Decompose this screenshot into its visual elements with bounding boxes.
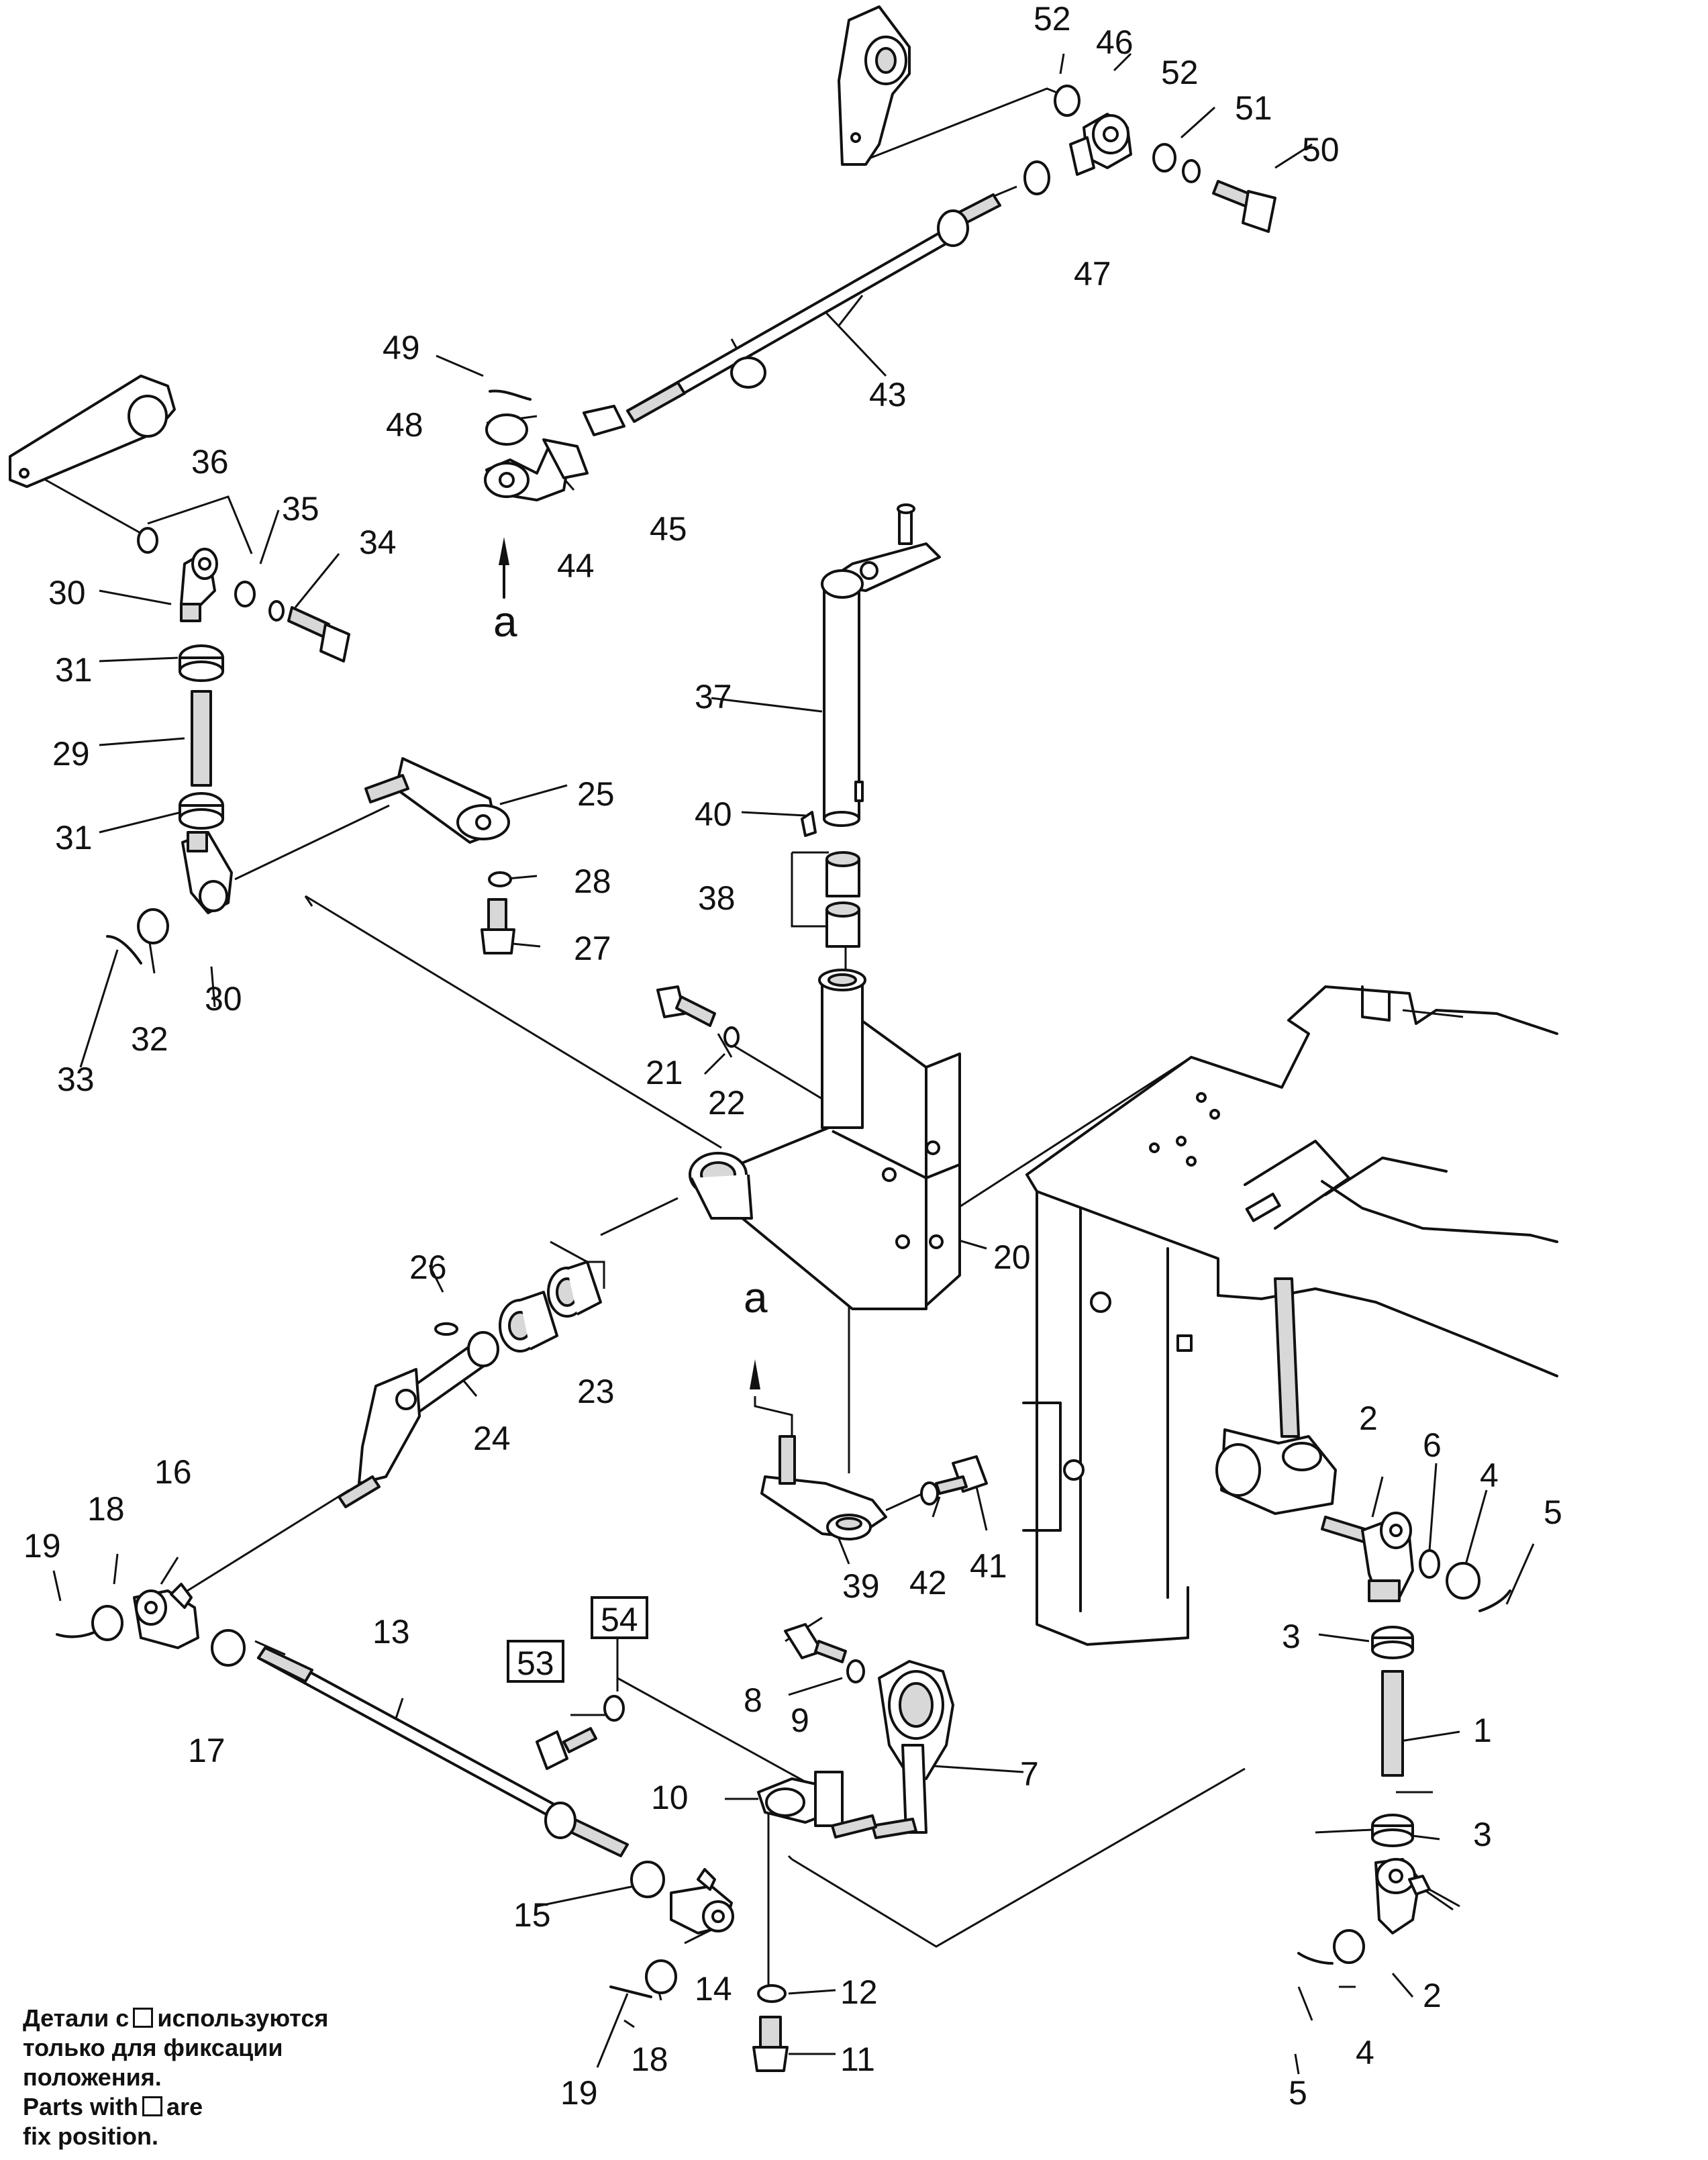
- label-50: 50: [1302, 131, 1340, 168]
- label-a-top: a: [493, 597, 517, 646]
- top-assembly: [838, 5, 1276, 233]
- label-52-top: 52: [1034, 0, 1071, 38]
- label-54: 54: [601, 1601, 638, 1638]
- label-38: 38: [698, 879, 736, 917]
- label-7: 7: [1020, 1755, 1039, 1793]
- label-22: 22: [708, 1084, 746, 1122]
- label-27: 27: [574, 930, 611, 967]
- label-51: 51: [1235, 89, 1272, 127]
- label-8: 8: [744, 1681, 762, 1719]
- label-40: 40: [695, 795, 732, 833]
- label-3-bottom: 3: [1473, 1816, 1492, 1853]
- label-28: 28: [574, 863, 611, 900]
- label-48: 48: [386, 406, 423, 444]
- lower-left-assembly: [56, 1583, 734, 1998]
- frame-body: [1022, 985, 1558, 1646]
- label-52-right: 52: [1161, 54, 1199, 91]
- label-34: 34: [359, 524, 397, 561]
- label-42: 42: [909, 1564, 947, 1602]
- label-53: 53: [517, 1644, 554, 1682]
- label-44: 44: [557, 547, 595, 585]
- part-labels: 52 46 52 51 50 47 43 49 48 44 45 a 36 35…: [23, 0, 1562, 2112]
- label-16: 16: [154, 1453, 192, 1491]
- label-39: 39: [842, 1567, 880, 1605]
- rod-13: [257, 1647, 629, 1857]
- label-30-bottom: 30: [205, 980, 242, 1018]
- note-ru-line2: только для фиксации: [23, 2034, 283, 2061]
- label-2-top: 2: [1359, 1400, 1378, 1437]
- label-49: 49: [383, 329, 420, 366]
- label-11: 11: [840, 2041, 875, 2078]
- label-4-top: 4: [1480, 1457, 1499, 1494]
- label-18-top: 18: [87, 1490, 125, 1528]
- label-17: 17: [188, 1732, 225, 1769]
- label-14: 14: [695, 1970, 732, 2008]
- label-45: 45: [650, 510, 687, 548]
- label-29: 29: [52, 735, 90, 773]
- label-15: 15: [513, 1896, 551, 1934]
- lever-39-assembly: [750, 1359, 988, 1540]
- box-53: [507, 1640, 564, 1683]
- label-31-bottom: 31: [55, 819, 93, 856]
- label-26: 26: [409, 1248, 447, 1286]
- label-30-top: 30: [48, 574, 86, 611]
- label-19-bottom: 19: [560, 2074, 598, 2112]
- label-24: 24: [473, 1420, 511, 1457]
- label-33: 33: [57, 1061, 95, 1098]
- label-2-bottom: 2: [1423, 1977, 1442, 2014]
- label-4-bottom: 4: [1356, 2034, 1374, 2071]
- label-43: 43: [869, 376, 907, 413]
- label-10: 10: [651, 1779, 689, 1816]
- left-upper-assembly: [9, 375, 817, 1336]
- rod-43: [626, 193, 1001, 423]
- label-21: 21: [646, 1054, 683, 1091]
- label-13: 13: [372, 1613, 410, 1651]
- square-symbol-icon: [133, 2008, 154, 2028]
- label-9: 9: [791, 1702, 809, 1739]
- label-12: 12: [840, 1973, 878, 2011]
- label-25: 25: [577, 775, 615, 813]
- right-link-assembly: [1297, 1512, 1511, 1965]
- label-31-top: 31: [55, 651, 93, 689]
- box-54: [591, 1596, 648, 1639]
- label-19-top: 19: [23, 1527, 61, 1565]
- label-46: 46: [1096, 23, 1134, 61]
- shaft-37: [821, 503, 941, 827]
- square-symbol-icon: [142, 2096, 163, 2116]
- label-18-bottom: 18: [631, 2041, 668, 2078]
- label-20: 20: [993, 1238, 1031, 1276]
- label-6: 6: [1423, 1426, 1442, 1464]
- label-5-bottom: 5: [1289, 2074, 1307, 2112]
- label-41: 41: [970, 1547, 1007, 1585]
- lever-24: [338, 1322, 499, 1508]
- note-ru-line3: положения.: [23, 2063, 162, 2091]
- label-36: 36: [191, 443, 229, 481]
- label-37: 37: [695, 678, 732, 716]
- bracket-20: [689, 969, 961, 1310]
- leader-lines: [33, 52, 1535, 2075]
- label-32: 32: [131, 1020, 168, 1058]
- label-3-top: 3: [1282, 1618, 1301, 1655]
- clamp-assembly: [536, 1623, 954, 2072]
- note-en-line2: fix position.: [23, 2122, 158, 2150]
- label-47: 47: [1074, 255, 1111, 293]
- bushings: [499, 851, 860, 1353]
- clevis-44-assembly: [484, 356, 766, 599]
- label-35: 35: [282, 490, 319, 528]
- label-a-bottom: a: [744, 1273, 768, 1322]
- label-5-top: 5: [1544, 1493, 1562, 1531]
- label-1: 1: [1473, 1712, 1492, 1749]
- label-23: 23: [577, 1373, 615, 1410]
